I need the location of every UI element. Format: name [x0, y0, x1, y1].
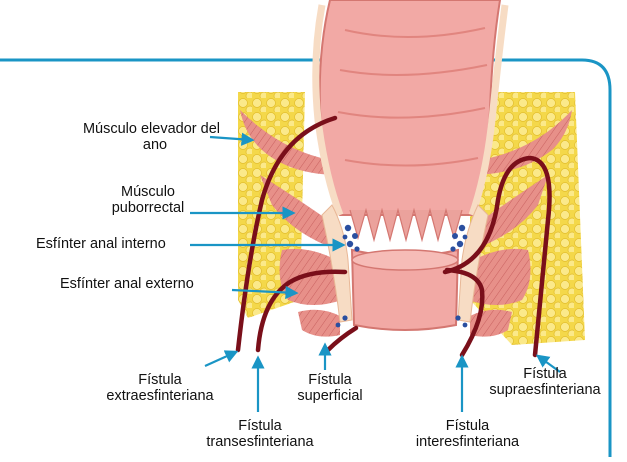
- label-supraesfinteriana: Fístula supraesfinteriana: [470, 366, 620, 398]
- label-puborrectal: Músculo puborrectal: [78, 184, 218, 216]
- label-transesfinteriana: Fístula transesfinteriana: [170, 418, 350, 450]
- label-interesfinteriana: Fístula interesfinteriana: [385, 418, 550, 450]
- rectum: [320, 0, 500, 215]
- label-elevador: Músculo elevador del ano: [20, 121, 220, 153]
- arrow-extraesfinteriana: [205, 352, 236, 366]
- external-sphincter-left-lower: [298, 310, 340, 337]
- label-esfinter-interno: Esfínter anal interno: [36, 236, 206, 252]
- anal-columns: [350, 210, 462, 240]
- label-esfinter-externo: Esfínter anal externo: [60, 276, 240, 292]
- label-superficial: Fístula superficial: [280, 372, 380, 404]
- label-extraesfinteriana: Fístula extraesfinteriana: [80, 372, 240, 404]
